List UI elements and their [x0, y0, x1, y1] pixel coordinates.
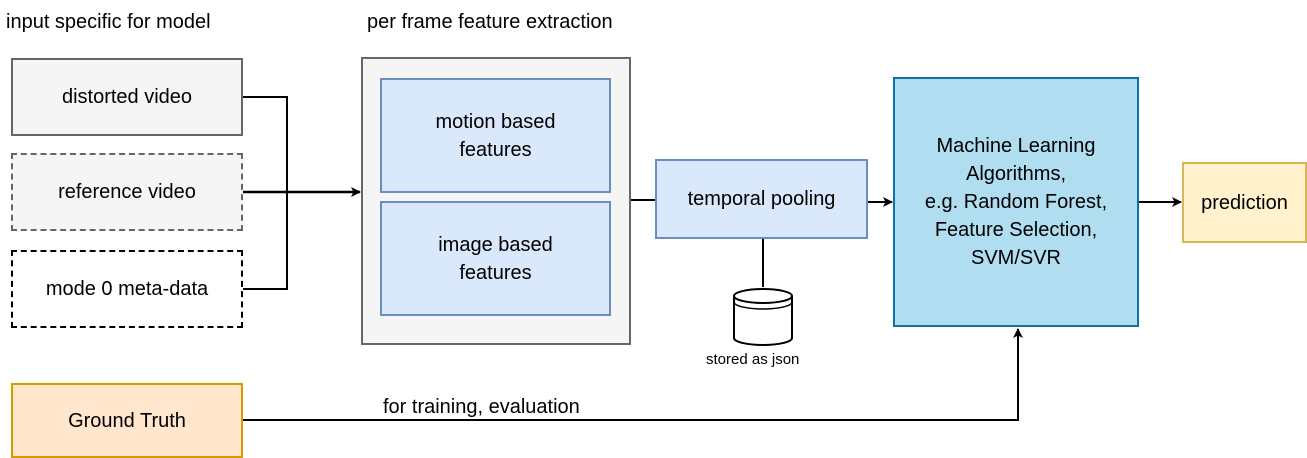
reference-video-label: reference video	[58, 181, 196, 203]
motion-features-box[interactable]: motion based features	[380, 78, 611, 193]
image-features-box[interactable]: image based features	[380, 201, 611, 316]
database-icon	[733, 288, 793, 346]
prediction-box[interactable]: prediction	[1182, 162, 1307, 243]
image-features-label: image based features	[438, 233, 553, 284]
meta-data-label: mode 0 meta-data	[45, 278, 209, 300]
ground-truth-to-ml-arrow	[243, 328, 1023, 421]
training-label: for training, evaluation	[383, 396, 580, 418]
ml-algorithms-box[interactable]: Machine Learning Algorithms, e.g. Random…	[893, 77, 1139, 327]
ml-algorithms-label: Machine Learning Algorithms, e.g. Random…	[924, 135, 1108, 269]
ground-truth-label: Ground Truth	[68, 409, 186, 432]
meta-data-box[interactable]: mode 0 meta-data	[11, 250, 243, 328]
extraction-section-title: per frame feature extraction	[367, 11, 613, 33]
temporal-pooling-box[interactable]: temporal pooling	[655, 159, 868, 239]
motion-features-label: motion based features	[435, 110, 556, 161]
distorted-video-box[interactable]: distorted video	[11, 58, 243, 136]
storage-label: stored as json	[706, 351, 800, 368]
distorted-video-label: distorted video	[61, 86, 193, 108]
input-section-title: input specific for model	[6, 11, 211, 33]
reference-video-box[interactable]: reference video	[11, 153, 243, 231]
temporal-pooling-label: temporal pooling	[687, 188, 836, 210]
prediction-label: prediction	[1201, 191, 1288, 214]
ground-truth-box[interactable]: Ground Truth	[11, 383, 243, 458]
